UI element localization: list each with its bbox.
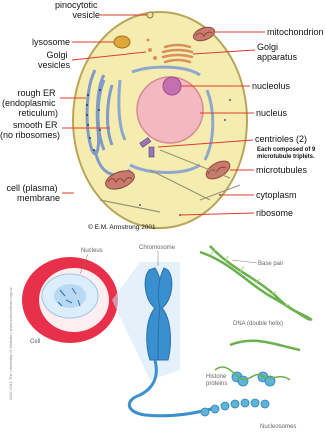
label-pinocytotic-vesicle: pinocytotic vesicle xyxy=(55,0,100,20)
label-cell-genetics: Cell xyxy=(30,339,40,345)
side-credit: 2007-2011 The University of Waikato | ww… xyxy=(8,287,13,400)
label-histone: Histone proteins xyxy=(206,374,228,387)
label-lysosome: lysosome xyxy=(32,37,70,47)
label-ribosome: ribosome xyxy=(256,208,293,218)
cell-illustration xyxy=(22,257,118,343)
label-cytoplasm: cytoplasm xyxy=(256,190,297,200)
label-rough-er: rough ER (endoplasmic reticulum) xyxy=(2,88,58,118)
label-cell-membrane: cell (plasma) membrane xyxy=(6,183,60,203)
histone-proteins xyxy=(232,372,275,386)
label-golgi-apparatus: Golgi apparatus xyxy=(257,42,298,62)
label-base-pair: Base pair xyxy=(258,261,283,267)
animal-cell xyxy=(73,12,247,228)
label-microtubules: microtubules xyxy=(256,165,308,175)
label-dna: DNA (double helix) xyxy=(233,321,283,327)
label-nucleolus: nucleolus xyxy=(252,81,291,91)
label-centrioles-note: Each composed of 9 microtubule triplets. xyxy=(257,147,317,160)
label-mitochondrion: mitochondrion xyxy=(267,27,324,37)
dna-double-helix xyxy=(200,246,312,350)
label-nucleosomes: Nucleosomes xyxy=(260,424,296,430)
copyright-armstrong: © E.M. Armstrong 2001 xyxy=(88,223,156,231)
label-nucleus-genetics: Nucleus xyxy=(81,248,103,254)
label-smooth-er: smooth ER (no ribosomes) xyxy=(0,120,60,140)
nucleosomes xyxy=(201,399,269,416)
pinocytotic-vesicle xyxy=(147,12,153,18)
label-golgi-vesicles: Golgi vesicles xyxy=(38,50,71,70)
lysosome xyxy=(114,36,130,48)
label-chromosome: Chromosome xyxy=(139,245,176,251)
label-centrioles: centrioles (2) xyxy=(255,134,307,144)
genetics-illustration: 2007-2011 The University of Waikato | ww… xyxy=(8,245,312,430)
nucleolus xyxy=(163,77,181,95)
label-nucleus: nucleus xyxy=(256,108,288,118)
